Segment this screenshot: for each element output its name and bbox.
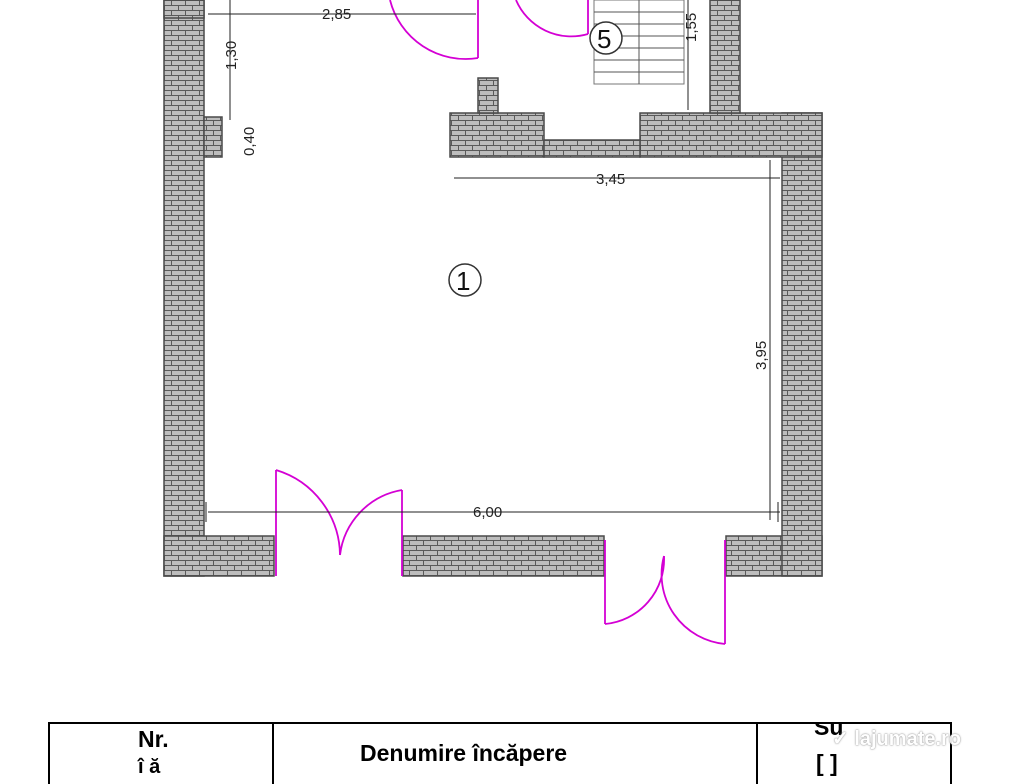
dim-left-lower: 0,40 (241, 127, 258, 156)
wall-top-bottomstrip (543, 139, 641, 158)
door-top-stair (515, 0, 589, 38)
wall-chimney (477, 77, 499, 114)
floor-plan: 2,85 1,30 0,40 3,45 1,55 3,95 6,00 1 5 (163, 0, 823, 645)
watermark-text: lajumate.ro (854, 728, 962, 750)
stair (593, 0, 685, 85)
rooms-table: Nr. î ă Denumire încăpere Su [ ] (48, 722, 952, 784)
door-top-left (389, 0, 479, 60)
walls (163, 0, 823, 577)
dim-right-height: 3,95 (753, 341, 770, 370)
header-area-line1: Su (814, 724, 844, 740)
wall-top-left-stub (163, 0, 205, 19)
dim-left-upper: 1,30 (223, 41, 240, 70)
wall-left (163, 0, 205, 577)
header-name-label: Denumire încăpere (360, 740, 568, 766)
room-label-1: 1 (456, 266, 470, 296)
dim-bottom-width: 6,00 (473, 504, 502, 521)
watermark: ✓ lajumate.ro (832, 726, 961, 751)
room-marker-5: 5 (589, 21, 623, 55)
table-header-name: Denumire încăpere (274, 724, 758, 784)
wall-bottom-middle (402, 535, 605, 577)
door-bottom-double (275, 469, 403, 576)
dim-stair-height: 1,55 (683, 13, 700, 42)
dim-inner-width: 3,45 (596, 171, 625, 188)
checkmark-icon: ✓ (832, 728, 855, 750)
wall-top-right (639, 112, 823, 158)
dim-top-width: 2,85 (322, 6, 351, 23)
wall-top-middle (449, 112, 545, 158)
wall-stair-right (709, 0, 741, 114)
header-nr-line1: Nr. (138, 726, 169, 752)
wall-left-pier (203, 116, 223, 158)
door-bottom-right (604, 540, 726, 645)
header-area-line2: [ ] (816, 750, 838, 776)
room-marker-1: 1 (448, 263, 482, 297)
room-label-5: 5 (597, 24, 611, 54)
dimension-lines (205, 0, 780, 522)
wall-bottom-left (163, 535, 275, 577)
table-header-nr: Nr. î ă (50, 724, 274, 784)
wall-right (781, 112, 823, 577)
